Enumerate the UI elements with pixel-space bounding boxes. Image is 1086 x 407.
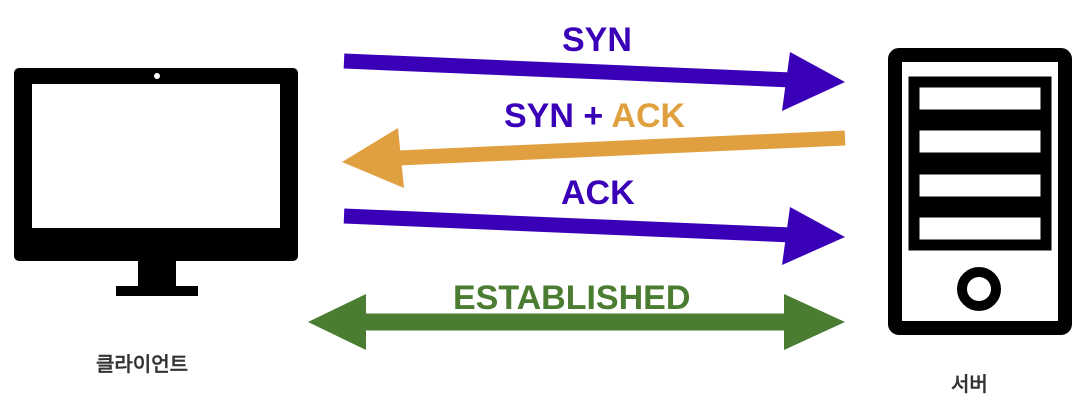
syn-ack-label-ack: ACK — [611, 97, 686, 135]
server-tower-icon — [888, 48, 1072, 335]
established-label: ESTABLISHED — [453, 279, 690, 318]
client-label: 클라이언트 — [96, 352, 188, 376]
server-label: 서버 — [951, 372, 988, 396]
ack-label-text: ACK — [561, 174, 635, 212]
ack-label: ACK — [561, 174, 635, 213]
ack-arrow — [343, 207, 845, 265]
syn-arrow — [343, 52, 845, 111]
established-label-text: ESTABLISHED — [453, 279, 691, 317]
syn-label-text: SYN — [562, 21, 632, 59]
established-arrow — [308, 294, 845, 350]
syn-ack-arrow — [342, 128, 846, 188]
syn-ack-label-syn: SYN — [504, 97, 574, 135]
desktop-monitor-icon — [14, 68, 298, 296]
syn-label: SYN — [562, 21, 632, 60]
syn-ack-label: SYN + ACK — [504, 97, 685, 136]
syn-ack-label-plus: + — [583, 97, 604, 135]
